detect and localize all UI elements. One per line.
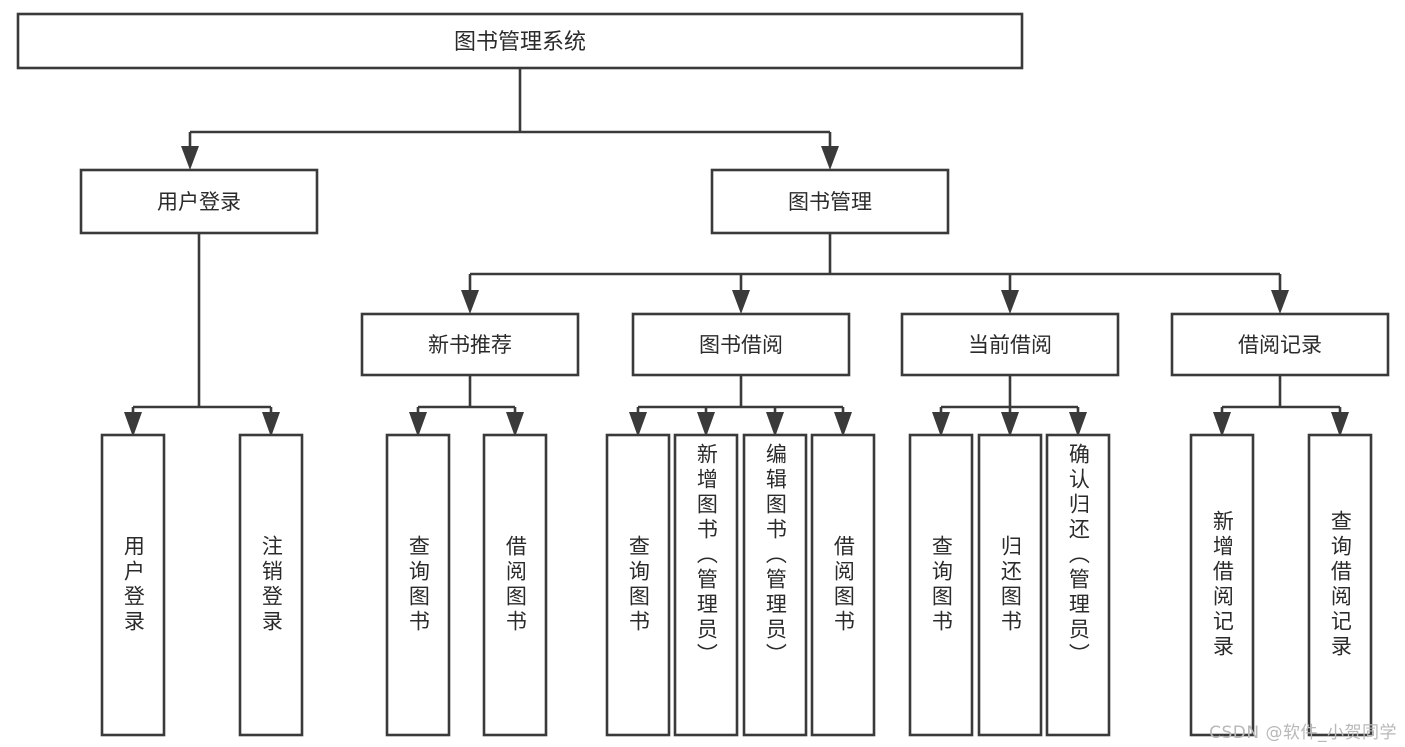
arrow-current-borrow-leaf-1: [1001, 412, 1019, 437]
node-box-user-login[interactable]: [79, 168, 319, 235]
node-label-borrow-record: 借阅记录: [1238, 333, 1322, 357]
arrow-to-borrow-record: [1271, 290, 1289, 314]
node-label-book-manage: 图书管理: [788, 190, 872, 214]
leaf-box-borrow-record-1[interactable]: [1307, 433, 1373, 737]
leaf-box-new-book-1[interactable]: [482, 433, 548, 737]
arrow-book-borrow-leaf-2: [766, 412, 784, 437]
arrow-root-to-user-login: [181, 146, 199, 170]
connector-layer: [124, 68, 1349, 437]
arrow-book-borrow-leaf-1: [697, 412, 715, 437]
leaf-box-current-borrow-2[interactable]: [1045, 433, 1111, 737]
node-label-new-book-recommend: 新书推荐: [428, 333, 512, 357]
node-box-new-book-recommend[interactable]: [360, 312, 580, 377]
leaf-box-user-login-0[interactable]: [100, 433, 166, 737]
node-layer: 图书管理系统 用户登录 图书管理 新书推荐 图书借阅 当前借阅 借阅记录: [16, 12, 1390, 737]
leaf-box-book-borrow-3[interactable]: [810, 433, 876, 737]
node-box-current-borrow[interactable]: [900, 312, 1120, 377]
arrow-borrow-record-leaf-1: [1331, 412, 1349, 437]
node-box-book-manage[interactable]: [710, 168, 950, 235]
leaf-box-new-book-0[interactable]: [385, 433, 451, 737]
arrow-book-borrow-leaf-0: [629, 412, 647, 437]
node-label-current-borrow: 当前借阅: [968, 333, 1052, 357]
leaf-box-current-borrow-1[interactable]: [977, 433, 1043, 737]
leaf-box-book-borrow-2[interactable]: [742, 433, 808, 737]
arrow-root-to-book-manage: [821, 146, 839, 170]
watermark-text: CSDN @软件_小贺同学: [1209, 723, 1397, 743]
arrow-current-borrow-leaf-0: [932, 412, 950, 437]
arrow-current-borrow-leaf-2: [1069, 412, 1087, 437]
arrow-to-new-book: [461, 290, 479, 314]
node-box-book-borrow[interactable]: [631, 312, 851, 377]
leaf-box-user-login-1[interactable]: [238, 433, 304, 737]
leaf-box-borrow-record-0[interactable]: [1189, 433, 1255, 737]
arrow-to-current-borrow: [1001, 290, 1019, 314]
node-box-root[interactable]: [16, 12, 1024, 70]
arrow-to-book-borrow: [732, 290, 750, 314]
node-label-user-login: 用户登录: [157, 190, 241, 214]
arrow-user-login-leaf-1: [262, 412, 280, 437]
leaf-box-book-borrow-1[interactable]: [673, 433, 739, 737]
node-label-book-borrow: 图书借阅: [699, 333, 783, 357]
node-box-borrow-record[interactable]: [1170, 312, 1390, 377]
node-label-root: 图书管理系统: [454, 30, 586, 55]
arrow-new-book-leaf-0: [409, 412, 427, 437]
arrow-new-book-leaf-1: [506, 412, 524, 437]
leaf-box-book-borrow-0[interactable]: [605, 433, 671, 737]
arrow-book-borrow-leaf-3: [834, 412, 852, 437]
arrow-user-login-leaf-0: [124, 412, 142, 437]
arrow-borrow-record-leaf-0: [1213, 412, 1231, 437]
leaf-box-current-borrow-0[interactable]: [908, 433, 974, 737]
